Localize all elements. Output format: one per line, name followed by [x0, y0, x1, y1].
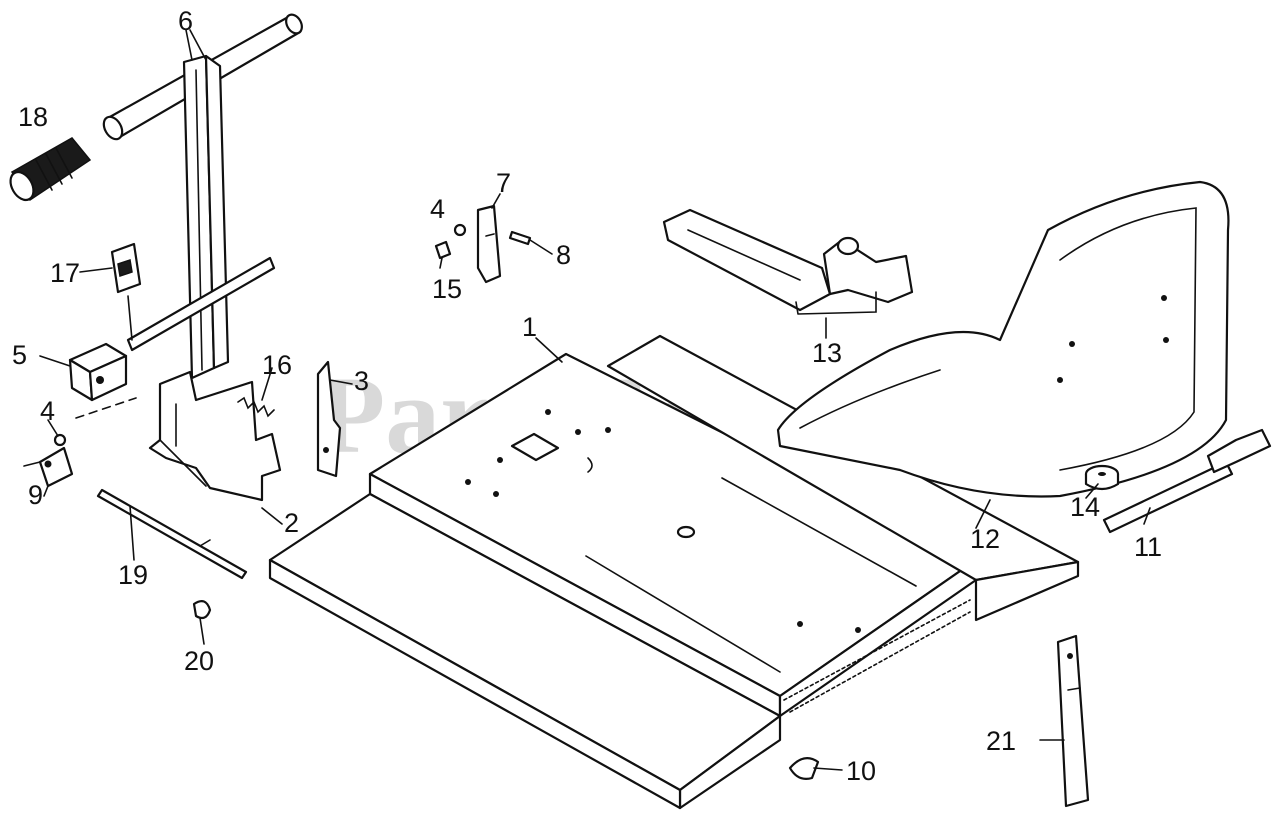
part-7-link[interactable] [476, 204, 502, 284]
leader-lines [39, 29, 1151, 771]
callout-9: 9 [28, 480, 43, 510]
callout-2: 2 [284, 508, 299, 538]
callout-4-lower: 4 [40, 396, 55, 426]
callout-13: 13 [812, 338, 842, 368]
part-6-handle[interactable] [100, 12, 305, 380]
part-17-bracket[interactable] [110, 242, 142, 341]
part-16-spring[interactable] [237, 396, 275, 418]
callout-21: 21 [986, 726, 1016, 756]
part-19-rod[interactable] [96, 488, 248, 580]
callout-19: 19 [118, 560, 148, 590]
part-11-rail[interactable] [1102, 428, 1272, 534]
part-2-seat-bracket[interactable] [148, 370, 282, 502]
callout-3: 3 [354, 366, 369, 396]
callout-12: 12 [970, 524, 1000, 554]
callout-20: 20 [184, 646, 214, 676]
callout-15: 15 [432, 274, 462, 304]
part-21-side-rail[interactable] [1056, 634, 1090, 808]
part-3-latch[interactable] [316, 360, 342, 478]
callout-5: 5 [12, 340, 27, 370]
part-4-clip-upper[interactable] [453, 223, 467, 237]
callout-18: 18 [18, 102, 48, 132]
part-4-clip-lower[interactable] [53, 433, 67, 447]
callout-8: 8 [556, 240, 571, 270]
part-18-grip[interactable] [6, 137, 92, 204]
part-20-clip[interactable] [192, 600, 212, 620]
callout-4-upper: 4 [430, 194, 445, 224]
callout-6: 6 [178, 6, 193, 36]
callout-1: 1 [522, 312, 537, 342]
part-9-lever[interactable] [23, 397, 137, 488]
callout-17: 17 [50, 258, 80, 288]
callout-11: 11 [1134, 532, 1162, 562]
part-13-armrest[interactable] [662, 208, 914, 315]
part-15-pin[interactable] [434, 240, 452, 260]
part-5-block[interactable] [68, 342, 128, 402]
callout-10: 10 [846, 756, 876, 786]
part-12-seat[interactable] [776, 180, 1230, 498]
part-8-pin[interactable] [508, 230, 532, 246]
part-14-bumper[interactable] [1084, 464, 1120, 491]
callout-7: 7 [496, 168, 511, 198]
callout-14: 14 [1070, 492, 1100, 522]
callout-16: 16 [262, 350, 292, 380]
part-1-platform[interactable] [268, 334, 1080, 810]
part-10-clip[interactable] [788, 757, 820, 780]
